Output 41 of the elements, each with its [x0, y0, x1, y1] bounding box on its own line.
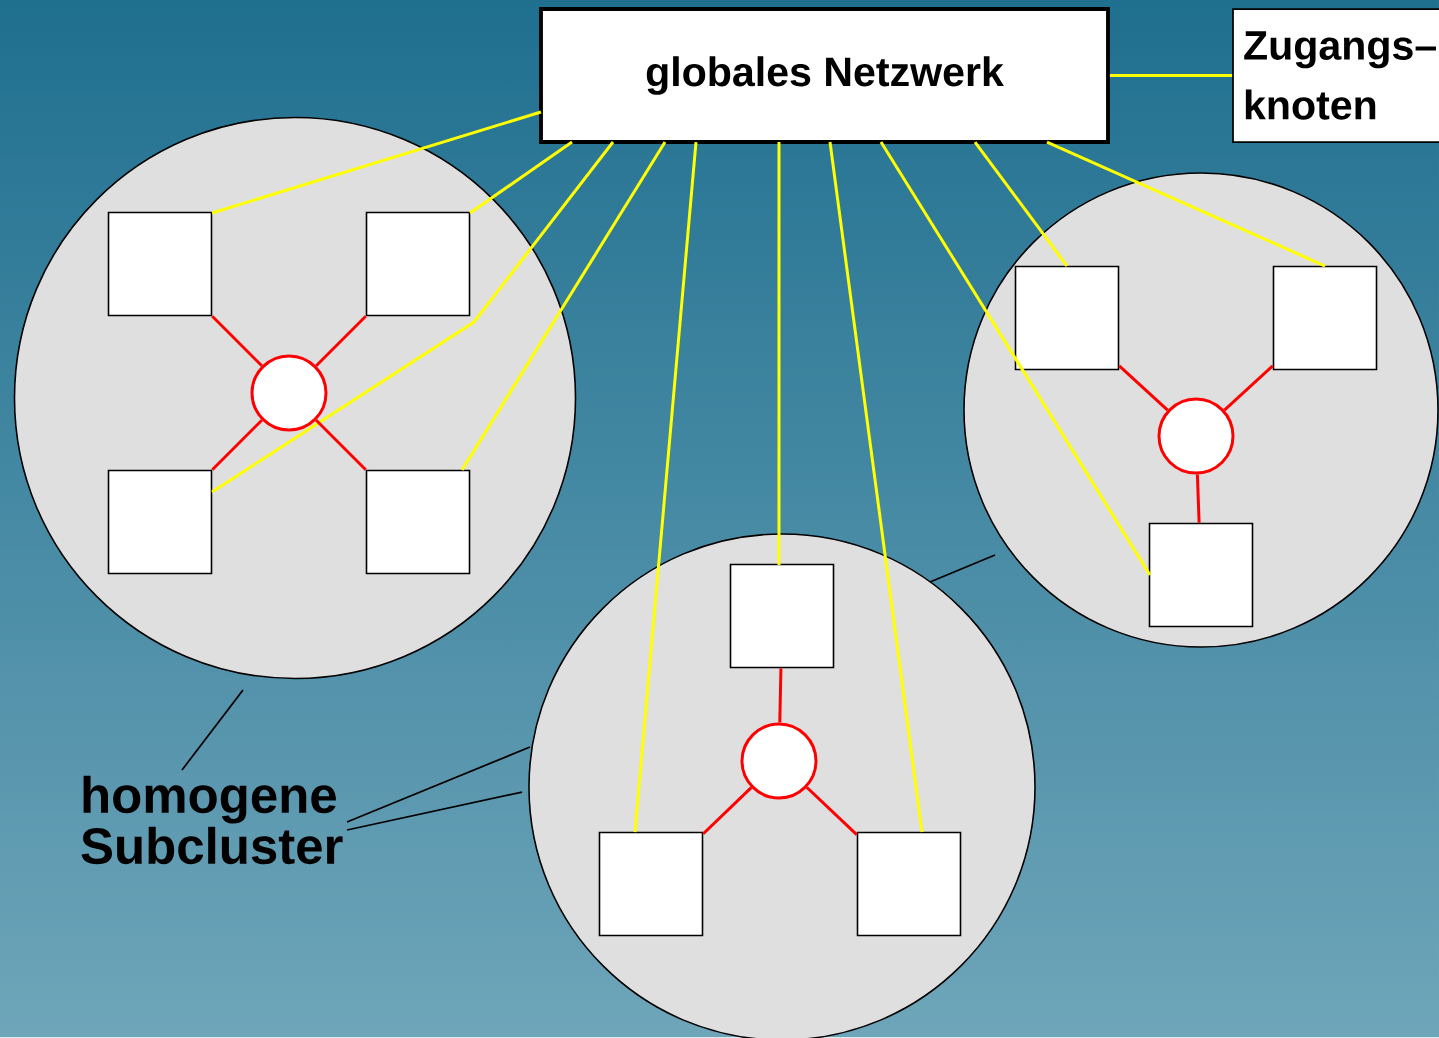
leader-line [181, 689, 244, 771]
cluster-label: homogene Subcluster [81, 775, 343, 865]
node-square [365, 469, 471, 575]
connection-line [211, 419, 263, 471]
node-square [729, 563, 835, 669]
leader-line [929, 554, 996, 583]
node-square [107, 211, 213, 317]
connection-line [211, 110, 542, 215]
node-square [1014, 265, 1120, 371]
leader-line [346, 746, 531, 823]
node-square [1148, 522, 1254, 628]
connection-line [211, 315, 263, 367]
connection-line [1046, 140, 1326, 268]
connection-line [702, 786, 753, 835]
connection-line [469, 140, 573, 215]
connection-line [315, 315, 367, 367]
switch-circle [250, 354, 328, 432]
node-square [107, 469, 213, 575]
connection-line [778, 668, 783, 723]
node-square [1272, 265, 1378, 371]
connection-line [828, 141, 924, 833]
switch-circle [740, 722, 818, 800]
connection-line [1109, 74, 1233, 77]
access-node-box: Zugangs– knoten [1232, 8, 1439, 143]
node-square [365, 211, 471, 317]
connection-line [777, 142, 781, 565]
connection-line [973, 141, 1069, 267]
connection-line [315, 419, 367, 471]
switch-circle [1157, 397, 1235, 475]
network-box: globales Netzwerk [539, 7, 1110, 144]
connection-line [211, 141, 615, 494]
connection-line [1118, 364, 1169, 412]
connection-line [633, 141, 698, 833]
leader-line [346, 791, 523, 831]
connection-line [805, 786, 858, 836]
node-square [856, 831, 962, 937]
connection-line [1195, 474, 1201, 523]
connection-line [460, 141, 667, 471]
connection-line [879, 141, 1152, 576]
node-square [598, 831, 704, 937]
connection-line [1223, 364, 1274, 412]
